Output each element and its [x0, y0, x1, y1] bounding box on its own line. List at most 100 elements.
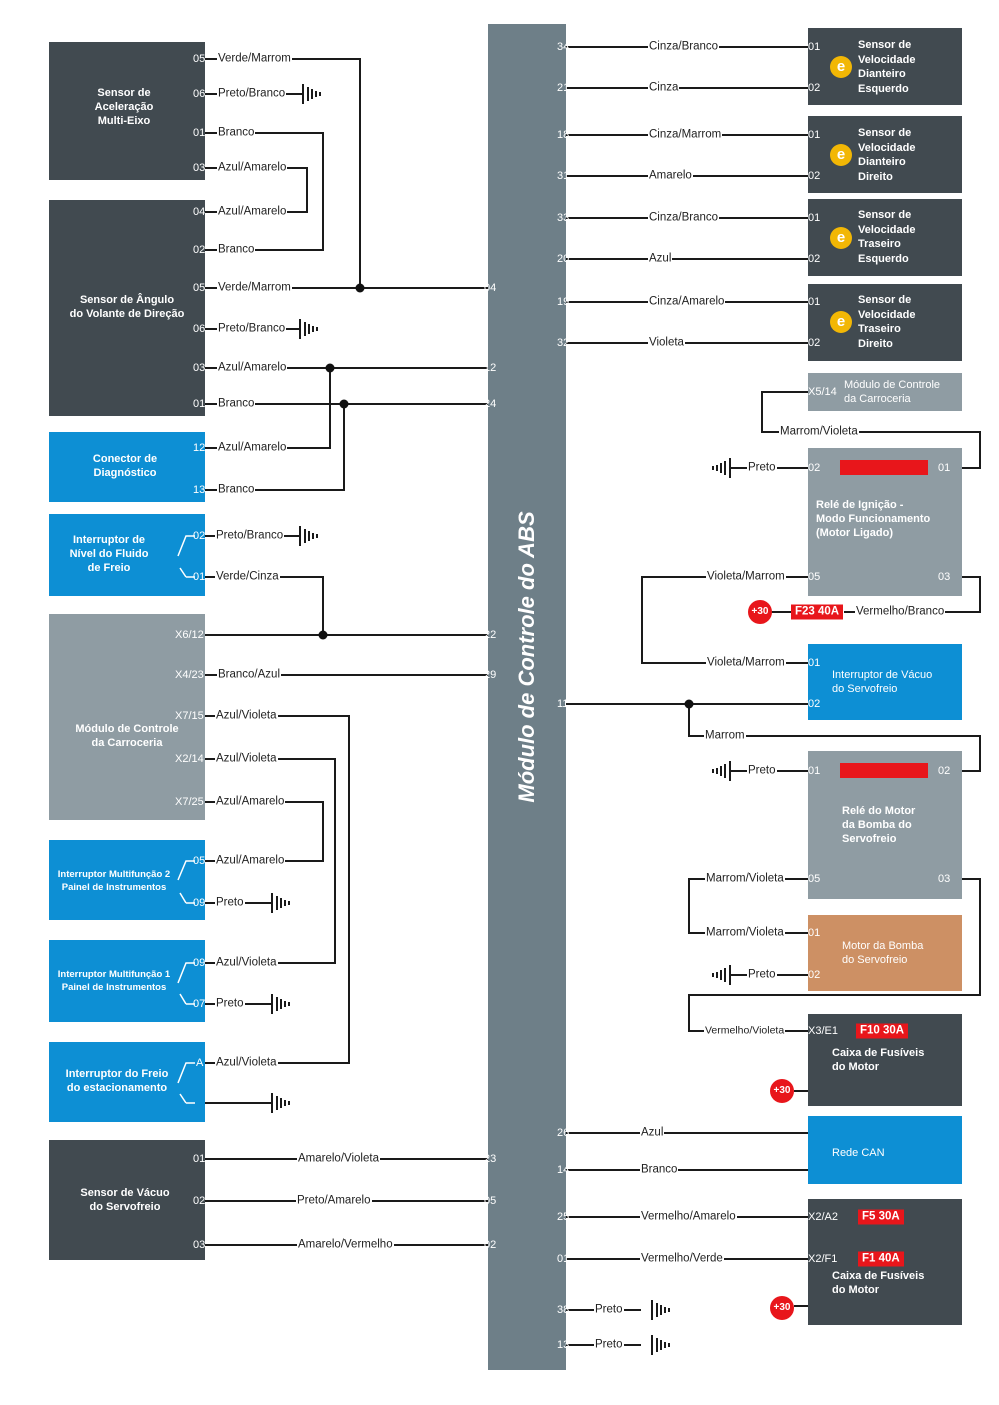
ground-icon	[712, 458, 731, 478]
battery-plus-icon: +30	[770, 1079, 794, 1103]
pin-number: 01	[938, 462, 951, 474]
abs-pin: 23	[484, 1153, 497, 1165]
body-control-module-x5: Módulo de Controle da Carroceria	[808, 373, 962, 411]
wire-label: Azul/Violeta	[215, 709, 278, 723]
abs-pin: 02	[484, 1239, 497, 1251]
sensor-name: Sensor de Velocidade Dianteiro Direito	[858, 127, 916, 183]
wire-verde-cinza	[204, 576, 324, 636]
steering-angle-sensor: Sensor de Ângulo do Volante de Direção	[49, 200, 205, 416]
component-name: Relé de Ignição - Modo Funcionamento (Mo…	[816, 499, 931, 539]
pin-number: 03	[193, 1239, 206, 1251]
wire-label: Vermelho/Verde	[640, 1252, 724, 1266]
wire-label: Cinza/Marrom	[648, 128, 723, 142]
brake-vacuum-switch: Interruptor de Vácuo do Servofreio	[808, 644, 962, 720]
body-control-module: Módulo de Controle da Carroceria	[49, 614, 205, 820]
wire-label: Azul/Amarelo	[215, 854, 286, 868]
multi-axis-accel-sensor: Sensor de Aceleração Multi-Eixo	[49, 42, 205, 180]
wire-label: Preto	[215, 997, 245, 1011]
abs-pin: 21	[557, 82, 570, 94]
component-name: Interruptor Multifunção 1 Painel de Inst…	[57, 969, 171, 993]
pin-number: 06	[193, 323, 206, 335]
abs-pin: 38	[557, 1304, 570, 1316]
wire-label: Preto	[747, 461, 777, 475]
abs-pin: 32	[557, 337, 570, 349]
diagnostic-connector: Conector de Diagnóstico	[49, 432, 205, 502]
pin-number: 05	[193, 282, 206, 294]
pin-number: 02	[808, 82, 821, 94]
pin-number: 01	[808, 927, 821, 939]
pin-number: 12	[193, 442, 206, 454]
abs-pin: 12	[484, 362, 497, 374]
brake-vacuum-sensor: Sensor de Vácuo do Servofreio	[49, 1140, 205, 1260]
component-name: Sensor de Ângulo do Volante de Direção	[69, 294, 185, 320]
wire-label: Azul/Violeta	[215, 956, 278, 970]
wire-label: Violeta/Marrom	[706, 656, 786, 670]
ground-icon	[712, 965, 731, 985]
wire-label: Preto/Branco	[215, 529, 285, 543]
abs-pin: 14	[557, 1164, 570, 1176]
wire-label: Azul	[640, 1126, 665, 1140]
pin-number: 01	[193, 127, 206, 139]
fuse-f10: F10 30A	[856, 1023, 909, 1039]
pin-number: 01	[808, 657, 821, 669]
pin-number: 02	[193, 1195, 206, 1207]
wire-label: Verde/Marrom	[217, 52, 292, 66]
component-name: Módulo de Controle da Carroceria	[844, 379, 941, 405]
component-name: Rede CAN	[832, 1147, 885, 1159]
abs-module	[488, 24, 566, 1370]
wire-label: Branco	[217, 483, 256, 497]
pin-number: 02	[808, 170, 821, 182]
pin-number: 01	[808, 765, 821, 777]
relay-coil	[840, 763, 928, 778]
component-name: Interruptor de Nível do Fluido de Freio	[69, 534, 149, 574]
battery-plus-icon: +30	[770, 1296, 794, 1320]
abs-pin: 29	[484, 669, 497, 681]
wire-label: Azul/Amarelo	[217, 205, 288, 219]
wire-azul-amarelo-bcm	[204, 801, 324, 862]
component-name: Conector de Diagnóstico	[92, 453, 158, 479]
ground-icon	[271, 893, 290, 913]
wire-label: Vermelho/Branco	[855, 605, 946, 619]
wire-label: Preto/Branco	[217, 322, 287, 336]
wire-label: Preto/Amarelo	[296, 1194, 372, 1208]
wire-label: Branco/Azul	[217, 668, 282, 682]
component-name: Caixa de Fusíveis do Motor	[832, 1270, 925, 1296]
wire-label: Azul/Amarelo	[215, 795, 286, 809]
wire-label: Vermelho/Amarelo	[640, 1210, 737, 1224]
ground-icon	[651, 1300, 670, 1320]
fuse-f23: F23 40A	[791, 604, 844, 620]
abs-pin: 22	[484, 629, 497, 641]
component-name: Sensor de Aceleração Multi-Eixo	[94, 87, 154, 127]
abs-pin: 31	[557, 170, 570, 182]
pin-number: X5/14	[808, 386, 837, 398]
pin-number: X2/F1	[808, 1253, 838, 1265]
multifunction-switch-1: Interruptor Multifunção 1 Painel de Inst…	[49, 940, 205, 1022]
pin-number: A	[196, 1057, 204, 1069]
sensor-name: Sensor de Velocidade Dianteiro Esquerdo	[858, 39, 916, 95]
pin-number: 05	[193, 53, 206, 65]
pin-number: 02	[193, 530, 206, 542]
speed-sensor-icon: e	[830, 144, 852, 166]
abs-pin: 11	[557, 698, 569, 710]
wire-label: Violeta	[648, 336, 685, 350]
pin-number: 02	[808, 698, 821, 710]
wire-label: Azul/Violeta	[215, 1056, 278, 1070]
wire-label: Violeta/Marrom	[706, 570, 786, 584]
ground-icon	[299, 526, 318, 546]
abs-pin: 33	[557, 212, 570, 224]
relay-coil	[840, 460, 928, 475]
wire-label: Cinza/Branco	[648, 211, 720, 225]
fuse-f1: F1 40A	[858, 1251, 904, 1267]
wire-label: Branco	[217, 397, 256, 411]
abs-pin: 34	[557, 41, 570, 53]
sensor-name: Sensor de Velocidade Traseiro Esquerdo	[858, 209, 916, 265]
abs-pin: 04	[484, 282, 497, 294]
battery-plus-icon: +30	[748, 600, 772, 624]
pin-number: 03	[938, 873, 951, 885]
component-name: Motor da Bomba do Servofreio	[842, 940, 924, 966]
brake-fluid-level-switch: Interruptor de Nível do Fluido de Freio	[49, 514, 205, 596]
abs-pin: 13	[557, 1339, 570, 1351]
abs-pin: 19	[557, 296, 570, 308]
pin-number: X2/A2	[808, 1211, 838, 1223]
can-network: Rede CAN	[808, 1116, 962, 1184]
